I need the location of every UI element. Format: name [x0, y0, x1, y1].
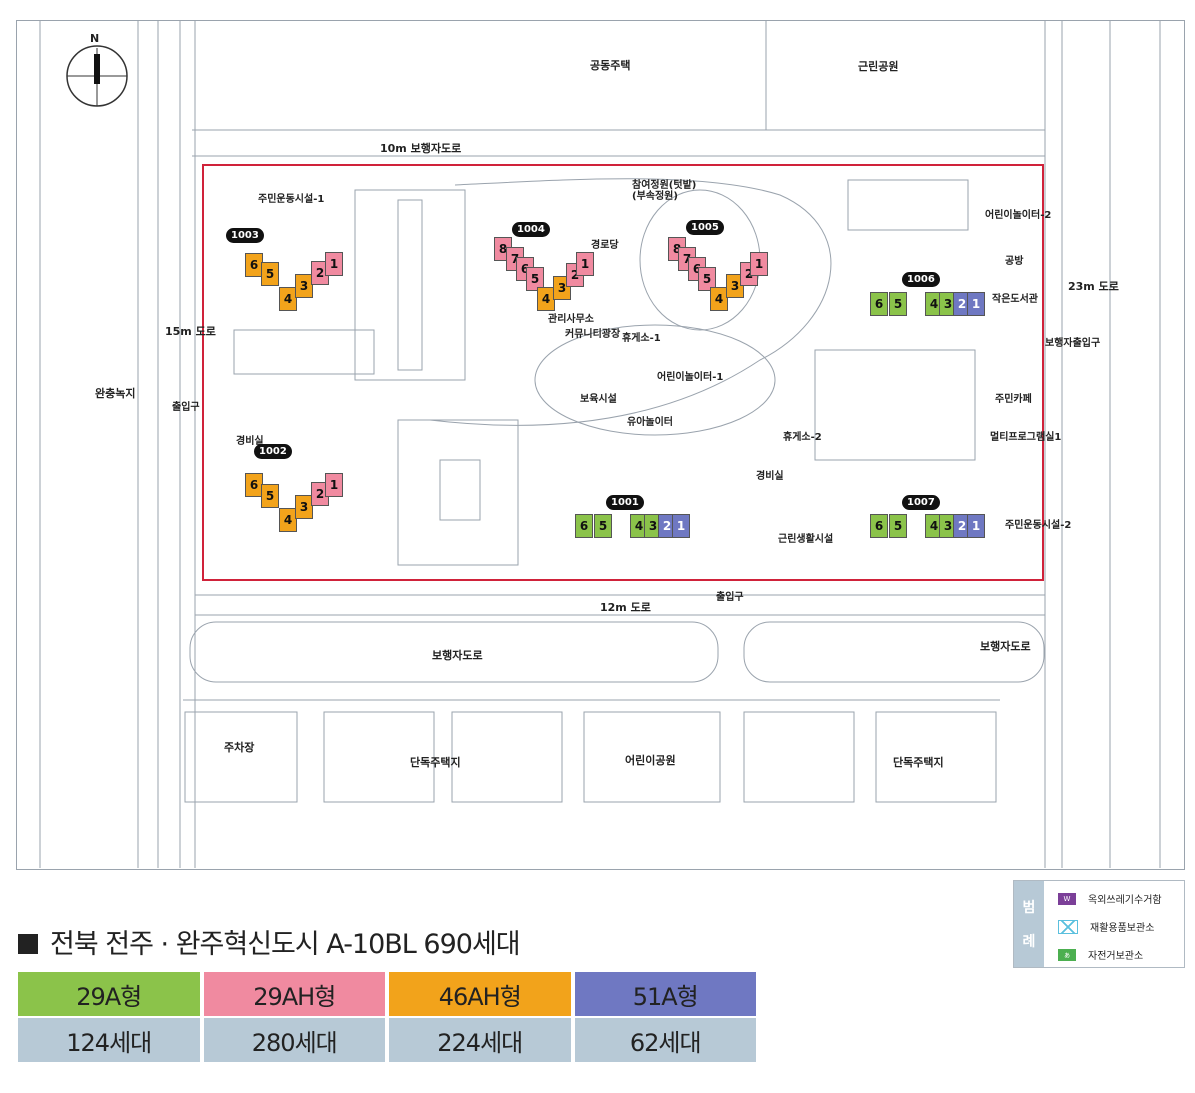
label-multi-program-room: 멀티프로그램실1 — [990, 432, 1062, 443]
unit: 1 — [750, 252, 768, 276]
unit: 6 — [870, 292, 888, 316]
unit-type-name: 51A형 — [574, 972, 756, 1016]
unit: 5 — [889, 514, 907, 538]
unit: 1 — [325, 473, 343, 497]
unit: 5 — [698, 267, 716, 291]
unit-type-name: 29A형 — [18, 972, 200, 1016]
label-playground-1: 어린이놀이터-1 — [657, 372, 724, 383]
unit: 6 — [870, 514, 888, 538]
label-management-office: 관리사무소 — [548, 314, 594, 325]
label-guard-2: 경비실 — [756, 471, 784, 482]
label-rest-area-2: 휴게소-2 — [783, 432, 822, 443]
label-park-north: 근린공원 — [858, 60, 899, 73]
unit: 6 — [575, 514, 593, 538]
site-map — [16, 20, 1185, 870]
unit-type-count: 62세대 — [574, 1018, 756, 1062]
label-apartment-north: 공동주택 — [590, 59, 631, 72]
legend-label: 옥외쓰레기수거함 — [1088, 895, 1162, 906]
unit: 5 — [261, 484, 279, 508]
label-workshop: 공방 — [1005, 256, 1024, 267]
label-children-park: 어린이공원 — [625, 754, 676, 767]
building-tag-1007: 1007 — [902, 495, 940, 510]
label-pedestrian-entrance: 보행자출입구 — [1045, 338, 1101, 349]
unit: 5 — [261, 262, 279, 286]
label-road-15m: 15m 도로 — [165, 325, 216, 338]
label-childcare: 보육시설 — [580, 394, 617, 405]
unit-type-count: 280세대 — [203, 1018, 385, 1062]
unit: 5 — [889, 292, 907, 316]
unit-type-name: 46AH형 — [389, 972, 571, 1016]
legend-label: 자전거보관소 — [1088, 951, 1144, 962]
building-tag-1001: 1001 — [606, 495, 644, 510]
label-entrance-south: 출입구 — [716, 592, 744, 603]
square-bullet-icon — [18, 934, 38, 954]
unit: 1 — [672, 514, 690, 538]
unit: 4 — [279, 287, 297, 311]
label-detached-housing-east: 단독주택지 — [893, 756, 944, 769]
unit-type-count-row: 124세대 280세대 224세대 62세대 — [18, 1018, 760, 1064]
label-guard-1: 경비실 — [236, 436, 264, 447]
label-parking-lot: 주차장 — [224, 741, 255, 754]
label-garden: 참여정원(텃밭) (부속정원) — [632, 180, 697, 202]
label-detached-housing-west: 단독주택지 — [410, 756, 461, 769]
label-neighborhood-facility: 근린생활시설 — [778, 534, 834, 545]
label-pedestrian-road-east: 보행자도로 — [980, 640, 1031, 653]
unit: 1 — [325, 252, 343, 276]
unit: 3 — [295, 495, 313, 519]
legend-item-trash: W 옥외쓰레기수거함 — [1058, 891, 1162, 906]
unit-type-count: 124세대 — [18, 1018, 200, 1062]
legend-item-bicycle: ぁ 자전거보관소 — [1058, 947, 1143, 962]
page-title: 전북 전주 · 완주혁신도시 A-10BL 690세대 — [18, 922, 521, 961]
building-tag-1003: 1003 — [226, 228, 264, 243]
compass-icon — [66, 45, 128, 107]
label-entrance-west: 출입구 — [172, 402, 200, 413]
unit: 5 — [526, 267, 544, 291]
label-road-10m: 10m 보행자도로 — [380, 142, 462, 155]
label-fitness-2: 주민운동시설-2 — [1005, 520, 1072, 531]
legend-label: 재활용품보관소 — [1090, 923, 1155, 934]
unit: 1 — [967, 514, 985, 538]
label-resident-cafe: 주민카페 — [995, 394, 1032, 405]
building-tag-1002: 1002 — [254, 444, 292, 459]
unit: 4 — [925, 514, 943, 538]
label-road-23m: 23m 도로 — [1068, 280, 1119, 293]
building-tag-1006: 1006 — [902, 272, 940, 287]
label-toddler-playground: 유아놀이터 — [627, 417, 673, 428]
label-road-12m: 12m 도로 — [600, 601, 651, 614]
label-playground-2: 어린이놀이터-2 — [985, 210, 1052, 221]
unit: 3 — [295, 274, 313, 298]
unit: 1 — [576, 252, 594, 276]
page-title-text: 전북 전주 · 완주혁신도시 A-10BL 690세대 — [50, 929, 521, 960]
legend-side-top: 범 — [1022, 900, 1036, 916]
recycling-storage-icon — [1058, 919, 1078, 934]
map-legend: 범 례 W 옥외쓰레기수거함 재활용품보관소 ぁ 자전거보관소 — [1013, 880, 1185, 968]
unit: 3 — [726, 274, 744, 298]
building-tag-1005: 1005 — [686, 220, 724, 235]
unit-type-name-row: 29A형 29AH형 46AH형 51A형 — [18, 972, 760, 1018]
unit: 4 — [279, 508, 297, 532]
unit: 5 — [594, 514, 612, 538]
compass-north-label: N — [90, 32, 100, 45]
trash-collection-icon: W — [1058, 892, 1076, 905]
label-pedestrian-road-south: 보행자도로 — [432, 649, 483, 662]
unit: 4 — [710, 287, 728, 311]
unit-type-table: 29A형 29AH형 46AH형 51A형 124세대 280세대 224세대 … — [18, 972, 760, 1064]
unit-type-name: 29AH형 — [203, 972, 385, 1016]
label-fitness-1: 주민운동시설-1 — [258, 194, 325, 205]
legend-item-recycling: 재활용품보관소 — [1058, 919, 1154, 934]
legend-side-bottom: 례 — [1022, 934, 1036, 950]
unit-type-count: 224세대 — [389, 1018, 571, 1062]
label-senior-center: 경로당 — [591, 240, 619, 251]
label-green-buffer: 완충녹지 — [95, 387, 136, 400]
label-rest-area-1: 휴게소-1 — [622, 333, 661, 344]
unit: 1 — [967, 292, 985, 316]
label-community-plaza: 커뮤니티광장 — [565, 329, 621, 340]
label-small-library: 작은도서관 — [992, 294, 1038, 305]
building-tag-1004: 1004 — [512, 222, 550, 237]
legend-side: 범 례 — [1014, 881, 1044, 967]
bicycle-storage-icon: ぁ — [1058, 948, 1076, 961]
